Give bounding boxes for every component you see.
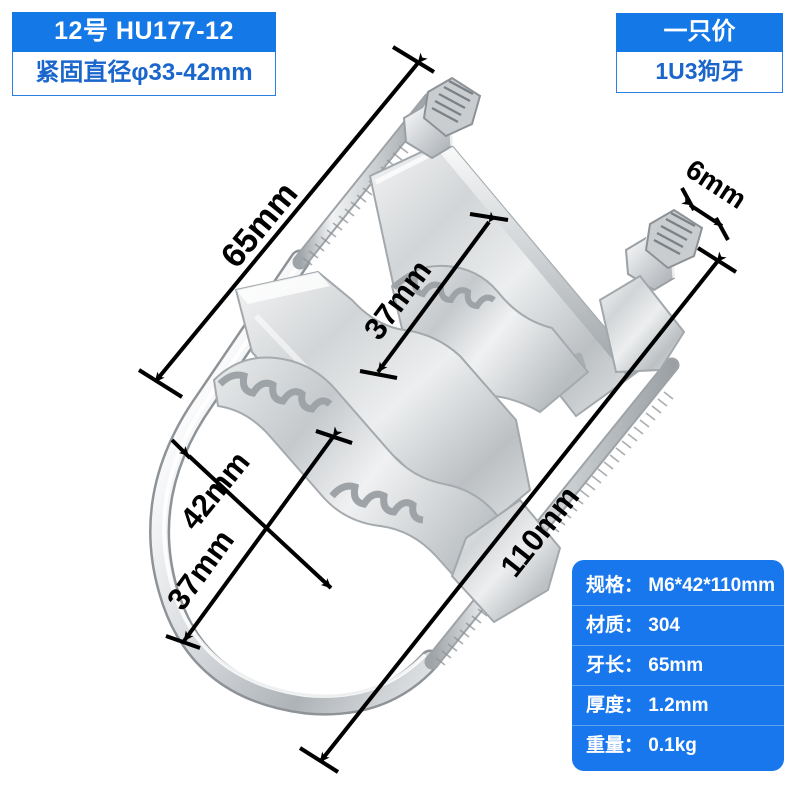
spec-row-material: 材质： 304 xyxy=(572,605,784,645)
spec-row-weight: 重量： 0.1kg xyxy=(572,725,784,765)
price-label-title: 一只价 xyxy=(616,13,783,52)
spec-row-thickness: 厚度： 1.2mm xyxy=(572,685,784,725)
model-label-card: 12号 HU177-12 紧固直径φ33-42mm xyxy=(12,12,276,96)
price-label-card: 一只价 1U3狗牙 xyxy=(616,13,783,93)
rod-tip-top xyxy=(422,76,482,138)
model-label-title: 12号 HU177-12 xyxy=(12,12,276,52)
spec-row-thread-length: 牙长： 65mm xyxy=(572,645,784,685)
price-label-subtitle: 1U3狗牙 xyxy=(616,52,783,93)
specification-panel: 规格： M6*42*110mm 材质： 304 牙长： 65mm 厚度： 1.2… xyxy=(572,560,784,771)
spec-row-size: 规格： M6*42*110mm xyxy=(586,575,776,596)
model-label-subtitle: 紧固直径φ33-42mm xyxy=(12,52,276,96)
